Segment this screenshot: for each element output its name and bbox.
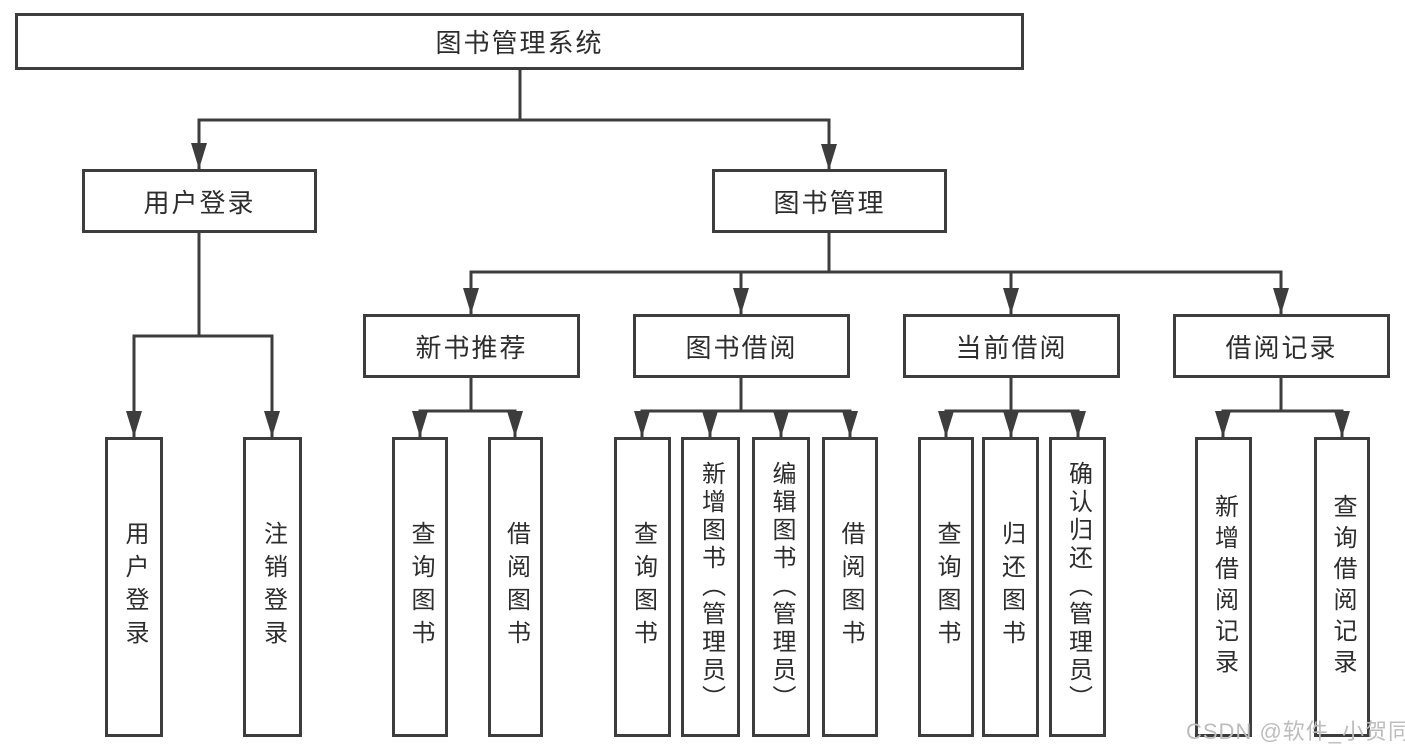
node-library-management-system: 图书管理系统: [15, 13, 1024, 70]
connector-arrows: [126, 120, 1350, 437]
leaf-edit-books-admin: 编辑图书（管理员）: [752, 437, 810, 737]
csdn-watermark: CSDN @软件_小贺同学: [1186, 719, 1405, 744]
node-book-management: 图书管理: [712, 169, 947, 233]
node-user-login: 用户登录: [82, 169, 317, 233]
node-current-borrowing: 当前借阅: [903, 314, 1120, 378]
leaf-query-books-borrowing: 查询图书: [614, 437, 671, 737]
leaf-query-books-recommend: 查询图书: [392, 437, 448, 737]
node-borrowing-records: 借阅记录: [1173, 314, 1390, 378]
leaf-confirm-return-admin: 确认归还（管理员）: [1049, 437, 1106, 737]
leaf-query-borrow-record: 查询借阅记录: [1314, 437, 1370, 737]
leaf-logout: 注销登录: [243, 437, 302, 737]
node-book-borrowing: 图书借阅: [633, 314, 850, 378]
leaf-add-books-admin: 新增图书（管理员）: [681, 437, 740, 737]
connector-segments: [132, 69, 1344, 413]
leaf-user-login: 用户登录: [105, 437, 163, 737]
leaf-return-books: 归还图书: [982, 437, 1039, 737]
leaf-query-books-current: 查询图书: [918, 437, 974, 737]
leaf-borrow-books-recommend: 借阅图书: [488, 437, 543, 737]
leaf-borrow-books: 借阅图书: [822, 437, 878, 737]
leaf-add-borrow-record: 新增借阅记录: [1195, 437, 1252, 737]
node-new-book-recommendation: 新书推荐: [363, 314, 580, 378]
